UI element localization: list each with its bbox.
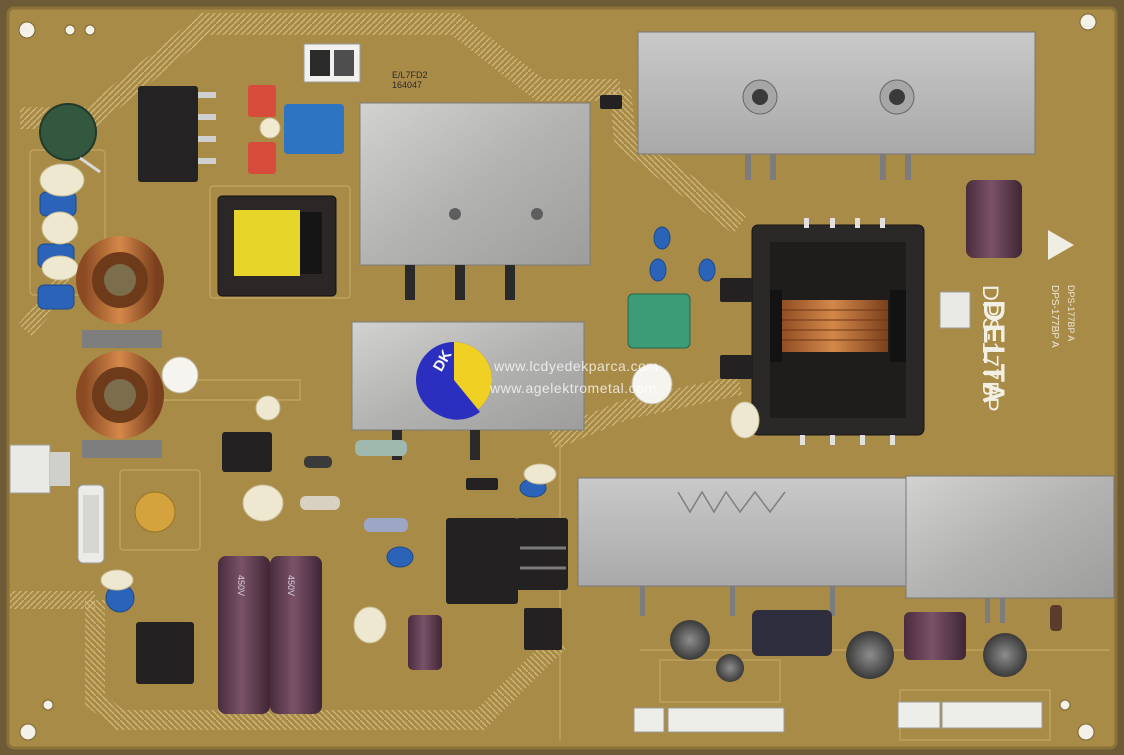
watermark-url-1: www.lcdyedekparca.com bbox=[494, 358, 659, 374]
film-capacitor-green bbox=[627, 293, 691, 349]
heatsink-top-right bbox=[637, 31, 1036, 180]
model-number-small: DPS-177BP A bbox=[1049, 285, 1060, 348]
heatsink-top-center bbox=[359, 102, 591, 300]
heatsink-bottom-right bbox=[577, 475, 1115, 623]
fuse bbox=[77, 484, 105, 564]
bridge-rectifier bbox=[138, 86, 216, 182]
label-code-1: E/L7FD2 bbox=[392, 70, 428, 80]
label-code-2: 164047 bbox=[392, 80, 423, 90]
glue-blobs bbox=[39, 163, 760, 644]
delta-logo-icon bbox=[1048, 230, 1074, 260]
watermark-badge-icon bbox=[416, 342, 492, 420]
ntc-thermistor bbox=[39, 103, 101, 174]
model-number: DPS-177BP bbox=[978, 285, 1003, 413]
output-connectors bbox=[633, 701, 1043, 733]
bulk-cap-label-2: 450V bbox=[286, 575, 296, 597]
ac-input-connector bbox=[9, 444, 70, 494]
model-number-small-2: DPS-177BP A bbox=[1066, 285, 1076, 342]
spec-label bbox=[939, 291, 971, 329]
resistors bbox=[300, 440, 1062, 631]
aux-transformer bbox=[217, 195, 337, 297]
barcode-label bbox=[303, 43, 361, 83]
electrolytic-capacitors bbox=[408, 180, 1027, 682]
main-transformer bbox=[751, 218, 925, 445]
semiconductors bbox=[136, 95, 752, 684]
bulk-cap-label-1: 450V bbox=[236, 575, 246, 597]
watermark-url-2: www.agelektrometal.com bbox=[490, 380, 657, 396]
input-capacitors bbox=[248, 85, 344, 174]
common-mode-chokes bbox=[76, 236, 164, 458]
varistor bbox=[134, 491, 176, 533]
spacer-posts bbox=[161, 356, 673, 405]
bulk-capacitors bbox=[218, 556, 322, 714]
mounting-holes bbox=[18, 13, 1097, 741]
